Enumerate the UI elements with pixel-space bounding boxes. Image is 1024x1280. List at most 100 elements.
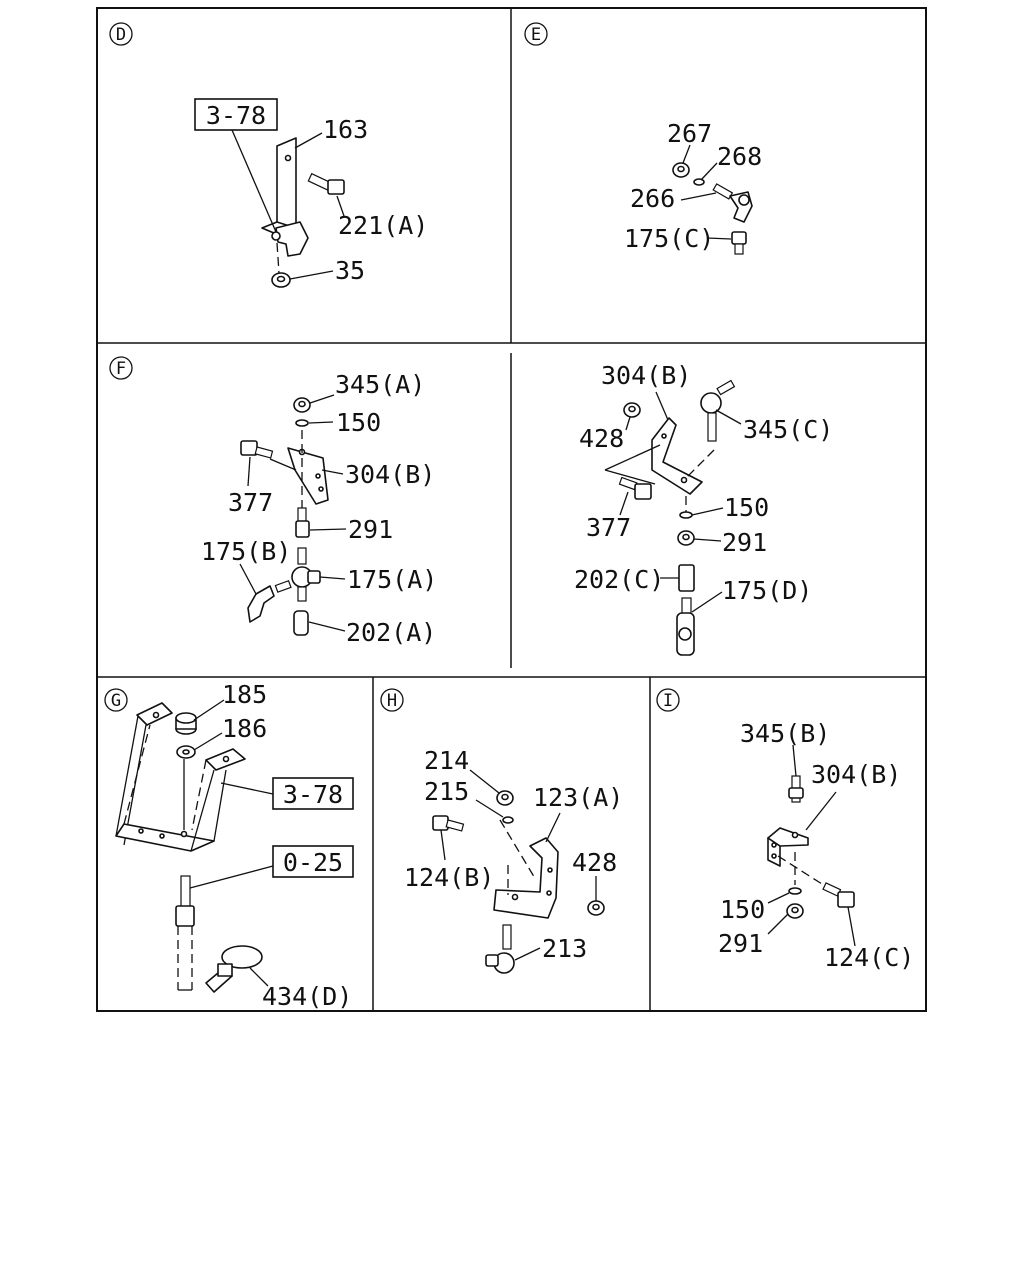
clip-part xyxy=(271,221,309,257)
label-123a: 123(A) xyxy=(533,783,623,812)
stud-345b xyxy=(788,775,804,803)
leader-0-25 xyxy=(189,865,274,889)
section-marker-e-letter: E xyxy=(531,25,541,45)
washer-150-fr xyxy=(679,511,693,519)
ref-box-0-25 xyxy=(272,845,354,878)
leader-175c xyxy=(706,237,732,240)
nut-35 xyxy=(271,272,291,288)
bolt-377-fr xyxy=(618,476,652,500)
leader-304b-fr xyxy=(655,391,669,421)
frame-bracket xyxy=(115,702,246,852)
leader-428-f xyxy=(625,416,631,431)
label-213: 213 xyxy=(542,934,587,963)
leader-213 xyxy=(514,947,541,961)
leader-345c xyxy=(715,409,742,425)
bracket-163-hole xyxy=(284,154,292,162)
leader-268 xyxy=(700,162,718,181)
leader-221a xyxy=(336,195,345,217)
section-marker-i xyxy=(656,688,680,712)
bolt-124b xyxy=(432,815,465,832)
label-304b-fr: 304(B) xyxy=(601,361,691,390)
stud-rod xyxy=(175,875,195,991)
leader-123a xyxy=(545,812,561,843)
ref-box-3-78-d xyxy=(194,98,278,131)
nut-267 xyxy=(672,162,690,178)
ref-box-0-25-text: 0-25 xyxy=(283,848,343,877)
label-215: 215 xyxy=(424,777,469,806)
label-434d: 434(D) xyxy=(262,982,352,1011)
label-268: 268 xyxy=(717,142,762,171)
bracket-304b-f xyxy=(287,447,329,505)
label-124b: 124(B) xyxy=(404,863,494,892)
section-g: G xyxy=(104,680,354,1011)
ref-box-3-78-g-text: 3-78 xyxy=(283,780,343,809)
label-150-f: 150 xyxy=(336,408,381,437)
washer-186 xyxy=(176,745,196,759)
bolt-221a xyxy=(307,172,345,195)
fitting-345c xyxy=(700,379,736,442)
label-345c: 345(C) xyxy=(743,415,833,444)
ref-box-3-78-d-text: 3-78 xyxy=(206,101,266,130)
section-marker-i-letter: I xyxy=(663,691,673,711)
label-214: 214 xyxy=(424,746,469,775)
label-124c: 124(C) xyxy=(824,943,914,972)
fitting-175d xyxy=(676,597,695,656)
spacer-202c xyxy=(678,564,695,592)
section-marker-d-letter: D xyxy=(116,25,126,45)
fitting-266 xyxy=(712,183,753,223)
bracket-123a xyxy=(493,837,559,919)
nut-185 xyxy=(175,712,197,735)
leader-3-78-g xyxy=(220,782,274,795)
section-f-left: F xyxy=(109,356,437,647)
leader-124c xyxy=(847,906,856,947)
leader-175a xyxy=(319,576,346,580)
leader-434d xyxy=(249,967,269,987)
leader-215 xyxy=(475,799,504,818)
leader-124b xyxy=(440,829,446,861)
ref-box-3-78-g xyxy=(272,777,354,810)
label-186: 186 xyxy=(222,714,267,743)
label-428-f: 428 xyxy=(579,424,624,453)
elbow-175b xyxy=(247,580,292,623)
nut-428-f xyxy=(623,402,641,418)
label-175b: 175(B) xyxy=(201,537,291,566)
axis-d xyxy=(276,242,280,274)
section-e: E 267 268 266 175(C) xyxy=(524,22,762,255)
label-291-f: 291 xyxy=(348,515,393,544)
bolt-377-f xyxy=(240,440,274,459)
leader-377-f xyxy=(247,456,251,487)
leader-304b-f xyxy=(321,469,344,475)
label-266: 266 xyxy=(630,184,675,213)
section-marker-d xyxy=(109,22,133,46)
leader-3-78-d xyxy=(231,129,277,233)
label-202a: 202(A) xyxy=(346,618,436,647)
bracket-304b-fr xyxy=(651,417,703,495)
guide-377-f xyxy=(269,458,297,471)
leader-345a xyxy=(309,394,335,404)
section-marker-g-letter: G xyxy=(111,691,121,711)
leader-186 xyxy=(193,732,223,751)
axis-f-right xyxy=(685,449,715,479)
nut-291-i xyxy=(786,903,804,919)
section-marker-e xyxy=(524,22,548,46)
label-202c: 202(C) xyxy=(574,565,664,594)
section-i: I 345(B) 304(B) xyxy=(656,688,914,972)
leader-266 xyxy=(680,192,717,201)
nut-214 xyxy=(496,790,514,806)
axis-i-2 xyxy=(777,855,823,885)
leader-291-f xyxy=(309,528,347,531)
label-150-fr: 150 xyxy=(724,493,769,522)
section-marker-h-letter: H xyxy=(387,691,397,711)
leader-175b xyxy=(239,563,257,595)
label-304b-i: 304(B) xyxy=(811,760,901,789)
label-221a: 221(A) xyxy=(338,211,428,240)
nut-428-h xyxy=(587,900,605,916)
axis-h xyxy=(499,819,537,881)
leader-267 xyxy=(682,144,691,164)
label-377-fr: 377 xyxy=(586,513,631,542)
leader-202a xyxy=(308,621,346,632)
label-345a: 345(A) xyxy=(335,370,425,399)
bolt-124c xyxy=(822,882,855,908)
fitting-213 xyxy=(485,924,515,974)
